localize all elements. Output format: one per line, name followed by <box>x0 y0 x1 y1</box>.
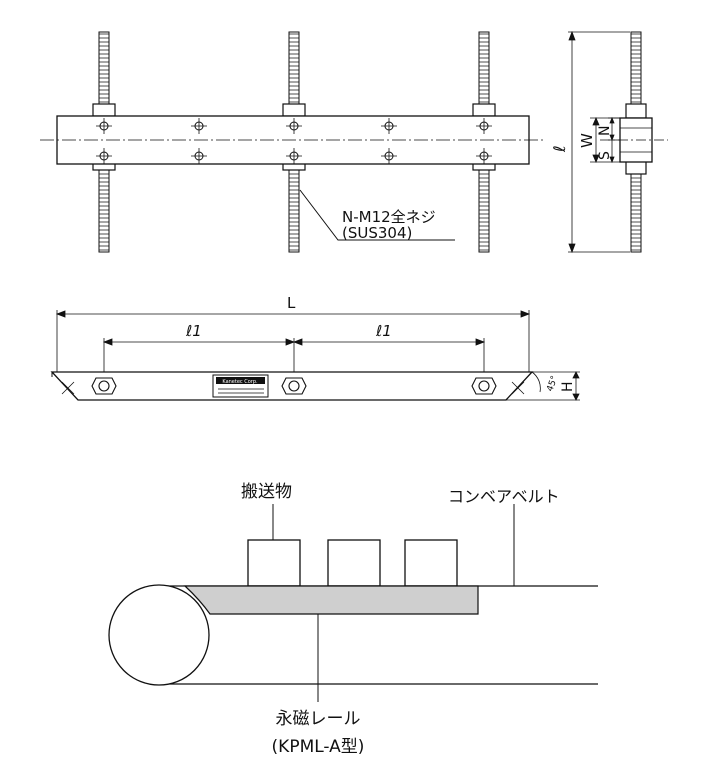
magnet-rail <box>183 585 479 615</box>
dim-length: ℓ <box>550 145 569 153</box>
dim-s: S <box>597 151 613 160</box>
nameplate: Kanetec Corp. <box>212 374 269 398</box>
application-diagram: 搬送物 コンベアベルト 永磁レール (KPML-A型) <box>108 482 598 757</box>
dim-total-length-line <box>55 310 531 372</box>
material-callout: (SUS304) <box>342 224 412 242</box>
dim-pitch-1: ℓ1 <box>185 322 202 340</box>
conveyed-object <box>327 539 381 587</box>
bolt-heads <box>91 377 497 395</box>
label-conveyed-object: 搬送物 <box>241 482 292 502</box>
dim-n-line <box>608 116 620 142</box>
pulley <box>108 584 210 686</box>
dim-height: H <box>560 381 576 392</box>
label-conveyor-belt: コンベアベルト <box>448 487 560 506</box>
bolt-callout-leader <box>299 189 455 241</box>
conveyed-object <box>404 539 458 587</box>
dim-pitch-2: ℓ1 <box>375 322 392 340</box>
dim-width: W <box>578 133 596 148</box>
label-model: (KPML-A型) <box>272 737 365 757</box>
conveyed-object <box>247 539 301 587</box>
top-view: N-M12全ネジ (SUS304) ℓ W <box>40 30 668 254</box>
bolt-callout: N-M12全ネジ <box>342 208 436 226</box>
side-view <box>600 31 668 253</box>
label-magnet-rail: 永磁レール <box>276 709 361 729</box>
dim-n: N <box>597 126 613 136</box>
dim-length-line <box>568 30 630 254</box>
dim-s-line <box>609 140 615 164</box>
end-marks <box>61 381 525 395</box>
dim-height-line <box>506 371 580 401</box>
front-view: L ℓ1 ℓ1 Kane <box>50 294 580 401</box>
dim-pitch-line <box>102 338 486 380</box>
dim-angle: 45° <box>545 375 560 393</box>
mounting-holes <box>96 118 492 164</box>
dim-total-length: L <box>287 294 296 312</box>
nameplate-text: Kanetec Corp. <box>222 379 258 385</box>
dim-width-line <box>590 116 620 164</box>
